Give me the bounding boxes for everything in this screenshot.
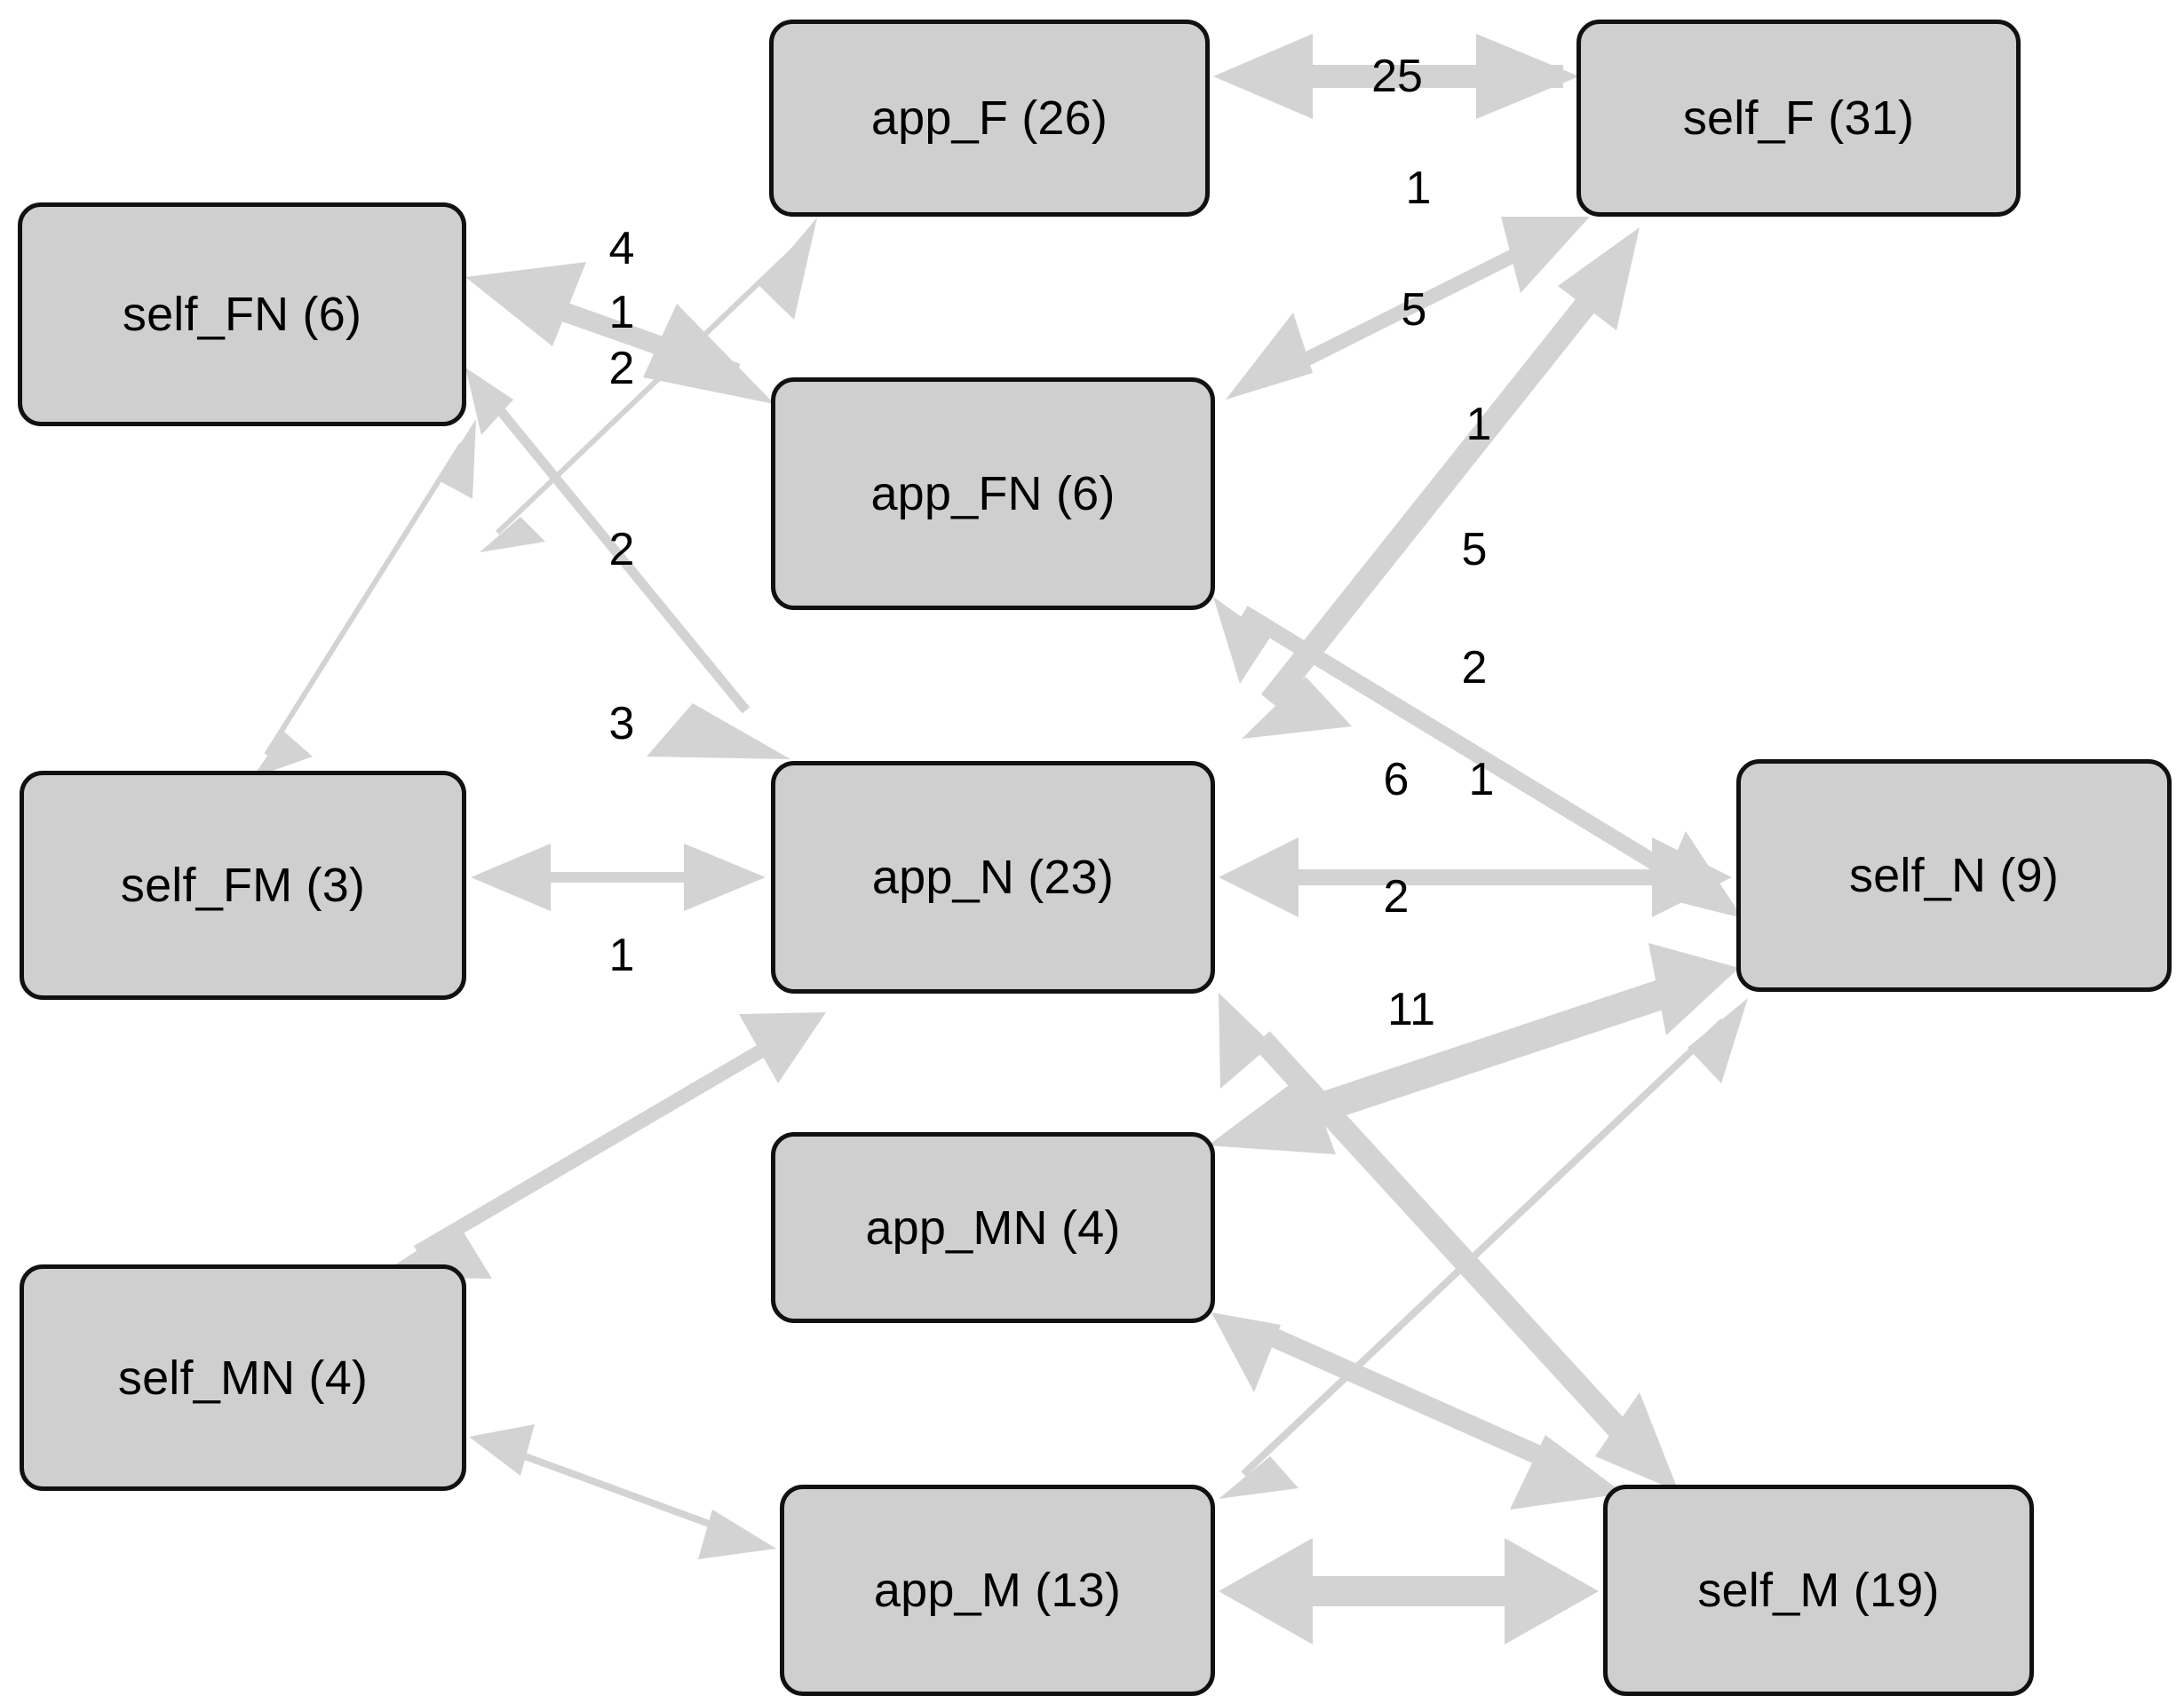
- edge-self_FM-app_N: [471, 844, 766, 911]
- node-app_N[interactable]: app_N (23): [771, 761, 1215, 994]
- node-label: app_M (13): [873, 1564, 1122, 1617]
- edge-weight-label: 2: [608, 524, 635, 575]
- edge-self_FM-self_FN: [252, 419, 476, 778]
- edge-weight-label: 1: [1465, 399, 1492, 450]
- node-label: self_FN (6): [122, 288, 362, 341]
- edge-weight-label: 2: [1383, 871, 1410, 923]
- edge-app_N-self_F: [1242, 227, 1640, 739]
- node-label: self_N (9): [1848, 849, 2060, 902]
- node-app_FN[interactable]: app_FN (6): [771, 377, 1215, 610]
- node-self_N[interactable]: self_N (9): [1736, 759, 2172, 992]
- node-label: app_FN (6): [870, 467, 1116, 520]
- edge-app_M-self_N: [1219, 998, 1748, 1499]
- edge-app_F-self_F: [1213, 34, 1579, 119]
- edge-self_MN-app_M: [469, 1424, 776, 1559]
- edge-weight-label: 5: [1401, 284, 1427, 336]
- edge-weight-label: 2: [608, 343, 635, 394]
- node-app_M[interactable]: app_M (13): [780, 1485, 1215, 1696]
- edge-app_N-self_N: [1219, 837, 1732, 917]
- edge-app_FN-self_F: [1226, 217, 1590, 400]
- edge-weight-label: 4: [608, 223, 635, 274]
- edge-weight-label: 1: [608, 930, 635, 981]
- edge-self_MN-app_N: [377, 1012, 826, 1279]
- node-label: self_FM (3): [120, 859, 366, 912]
- edge-self_FN-app_F: [480, 218, 817, 552]
- edge-app_N-self_M: [1219, 993, 1679, 1492]
- node-self_M[interactable]: self_M (19): [1603, 1485, 2034, 1696]
- edge-weight-label: 1: [1405, 162, 1432, 214]
- node-label: app_N (23): [871, 851, 1115, 904]
- edge-weight-label: 3: [608, 698, 635, 749]
- edge-app_M-self_M: [1219, 1538, 1599, 1644]
- node-label: self_F (31): [1682, 91, 1915, 145]
- node-label: self_MN (4): [117, 1351, 369, 1405]
- node-label: self_M (19): [1697, 1564, 1940, 1617]
- edge-weight-label: 1: [608, 287, 635, 338]
- edge-app_MN-self_N: [1208, 943, 1739, 1154]
- edge-weight-label: 2: [1461, 642, 1488, 693]
- edge-app_MN-self_M: [1211, 1312, 1624, 1510]
- edge-weight-label: 1: [1468, 754, 1495, 805]
- node-label: app_MN (4): [865, 1201, 1121, 1255]
- node-label: app_F (26): [870, 91, 1108, 145]
- edge-weight-label: 25: [1371, 51, 1423, 102]
- node-app_F[interactable]: app_F (26): [769, 20, 1210, 217]
- node-self_F[interactable]: self_F (31): [1576, 20, 2021, 217]
- node-app_MN[interactable]: app_MN (4): [771, 1132, 1215, 1323]
- edge-self_FN-app_N: [465, 368, 790, 759]
- node-self_FN[interactable]: self_FN (6): [18, 202, 466, 426]
- edge-weight-label: 5: [1461, 524, 1488, 575]
- node-self_MN[interactable]: self_MN (4): [20, 1264, 466, 1491]
- node-self_FM[interactable]: self_FM (3): [20, 771, 466, 1000]
- edge-weight-label: 6: [1383, 754, 1410, 805]
- edge-weight-label: 11: [1387, 984, 1435, 1035]
- edge-self_FN-app_FN: [465, 262, 774, 404]
